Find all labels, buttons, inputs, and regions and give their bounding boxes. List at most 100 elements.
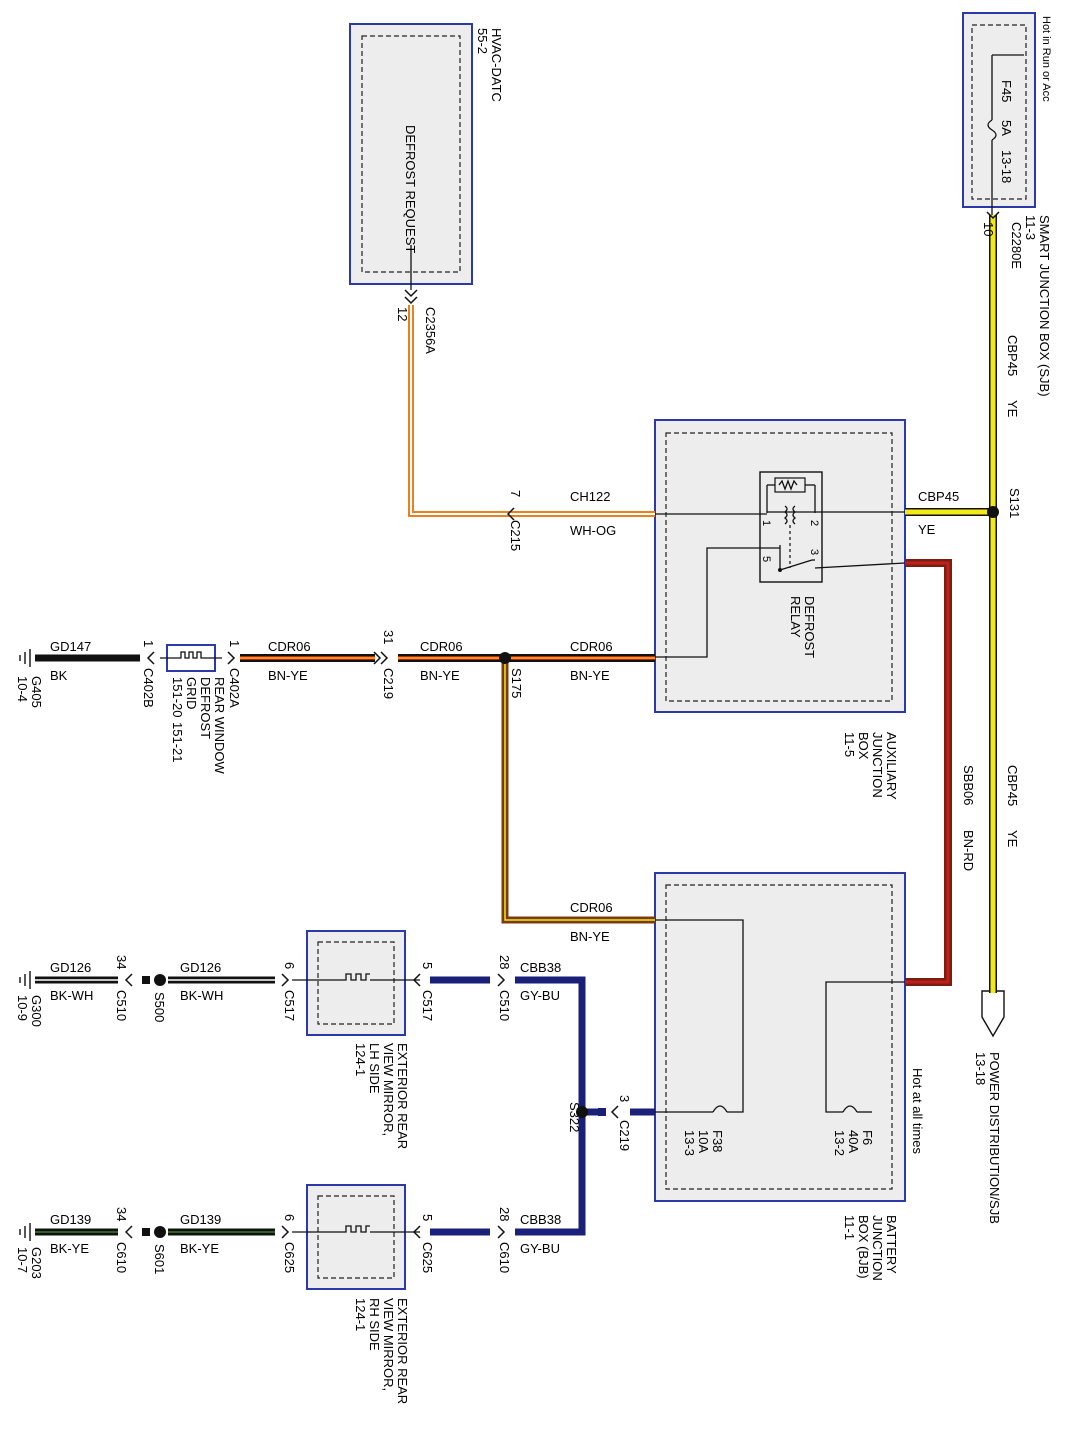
c517b-id: C517 [282,990,297,1021]
c510a-pin: 28 [497,955,512,969]
battery-junction-box [654,872,906,1202]
splice-s131-label: S131 [1007,488,1022,518]
ajb-label-line3: BOX [856,732,871,760]
c402b-id: C402B [141,668,156,708]
bjb-note: Hot at all times [910,1068,925,1154]
cbp45-horizontal-color: YE [918,522,936,537]
g300-ref: 10-9 [15,995,30,1021]
cdr06-seg4-circuit: CDR06 [570,900,613,915]
gd147-color: BK [50,668,68,683]
exterior-mirror-rh [292,1184,420,1290]
c2356a-id: C2356A [423,307,438,354]
gd139-right-circuit: GD139 [180,1212,221,1227]
c625a-id: C625 [420,1242,435,1273]
g203-id: G203 [29,1247,44,1279]
splice-s500-label: S500 [152,992,167,1022]
relay-label-line2: RELAY [788,596,803,638]
bjb-fuse-b-amp: 10A [696,1130,711,1153]
cbb38-rh-color: GY-BU [520,1241,560,1256]
ajb-ref: 11-5 [842,732,857,757]
c610a-pin: 28 [497,1207,512,1221]
c610b-pin: 34 [114,1207,129,1221]
ajb-label-line1: AUXILIARY [884,732,899,800]
sbb06-circuit: SBB06 [961,765,976,805]
bjb-label-line3: BOX (BJB) [856,1215,871,1279]
g300-id: G300 [29,995,44,1027]
c2280e-pin: 10 [981,222,996,236]
power-distribution-ref: 13-18 [973,1052,988,1085]
mirror-rh-line3: RH SIDE [367,1298,382,1351]
ch122-circuit: CH122 [570,489,610,504]
relay-label-line1: DEFROST [802,596,817,658]
c517a-id: C517 [420,990,435,1021]
connector-symbols [124,211,1000,1239]
cdr06-seg1-color: BN-YE [570,668,610,683]
mirror-lh-line1: EXTERIOR REAR [395,1043,410,1149]
c402a-pin: 1 [227,640,242,647]
c2280e-id: C2280E [1009,222,1024,269]
c510b-pin: 34 [114,955,129,969]
hvac-name: HVAC-DATC [489,28,504,102]
smart-junction-box [962,12,1036,215]
splice-s175-label: S175 [509,668,524,698]
hvac-function: DEFROST REQUEST [403,125,418,253]
c219b-pin: 3 [617,1095,632,1102]
c219a-id: C219 [381,668,396,699]
gd139-left-circuit: GD139 [50,1212,91,1227]
cdr06-seg2-color: BN-YE [420,668,460,683]
bjb-fuse-a-id: F6 [860,1130,875,1145]
bjb-label-line2: JUNCTION [870,1215,885,1281]
cbb38-lh-color: GY-BU [520,988,560,1003]
sjb-fuse-amp: 5A [999,120,1014,136]
gd147-circuit: GD147 [50,639,91,654]
mirror-rh-ref: 124-1 [353,1298,368,1331]
grid-label-line2: DEFROST [198,677,213,739]
bjb-fuse-b-id: F38 [710,1130,725,1152]
splice-s131-dot [987,506,999,518]
c510a-id: C510 [497,990,512,1021]
relay-pin-5: 5 [760,556,772,562]
bjb-label-line1: BATTERY [884,1215,899,1274]
ajb-label-line2: JUNCTION [870,732,885,798]
c610b-id: C610 [114,1242,129,1273]
wire-cdr06 [240,654,655,924]
gd126-right-color: BK-WH [180,988,223,1003]
bjb-fuse-a-ref: 13-2 [832,1130,847,1156]
splice-s601-dot [154,1226,166,1238]
splice-s175-dot [499,652,511,664]
bjb-fuse-b-ref: 13-3 [682,1130,697,1156]
c215-pin: 7 [508,490,523,497]
c402a-id: C402A [227,668,242,708]
cbp45-lower-color: YE [1005,830,1020,848]
sjb-name: SMART JUNCTION BOX (SJB) [1037,215,1052,397]
wire-cbb38 [430,976,655,1236]
ch122-color: WH-OG [570,523,616,538]
gd126-left-color: BK-WH [50,988,93,1003]
sbb06-color: BN-RD [961,830,976,871]
relay-pin-2: 2 [808,520,820,526]
splice-s601-label: S601 [152,1244,167,1274]
g203-ref: 10-7 [15,1247,30,1273]
cdr06-seg4-color: BN-YE [570,929,610,944]
relay-pin-3: 3 [808,549,820,555]
exterior-mirror-lh [292,930,420,1036]
c625a-pin: 5 [420,1214,435,1221]
ground-symbols [19,649,31,1241]
c219a-pin: 31 [381,630,396,644]
power-distribution-name: POWER DISTRIBUTION/SJB [987,1052,1002,1224]
cdr06-seg1-circuit: CDR06 [570,639,613,654]
gd126-right-circuit: GD126 [180,960,221,975]
cbb38-rh-circuit: CBB38 [520,1212,561,1227]
c625b-pin: 6 [282,1214,297,1221]
auxiliary-junction-box [654,419,906,713]
cbp45-upper-color: YE [1005,400,1020,418]
sjb-note: Hot in Run or Acc [1040,16,1052,102]
sjb-ref: 11-3 [1023,215,1038,240]
hvac-datc-module [349,23,473,290]
mirror-lh-line3: LH SIDE [367,1043,382,1094]
c517b-pin: 6 [282,962,297,969]
gd126-left-circuit: GD126 [50,960,91,975]
wire-cbp45 [767,215,997,993]
cdr06-seg3-circuit: CDR06 [268,639,311,654]
c219b-id: C219 [617,1120,632,1151]
